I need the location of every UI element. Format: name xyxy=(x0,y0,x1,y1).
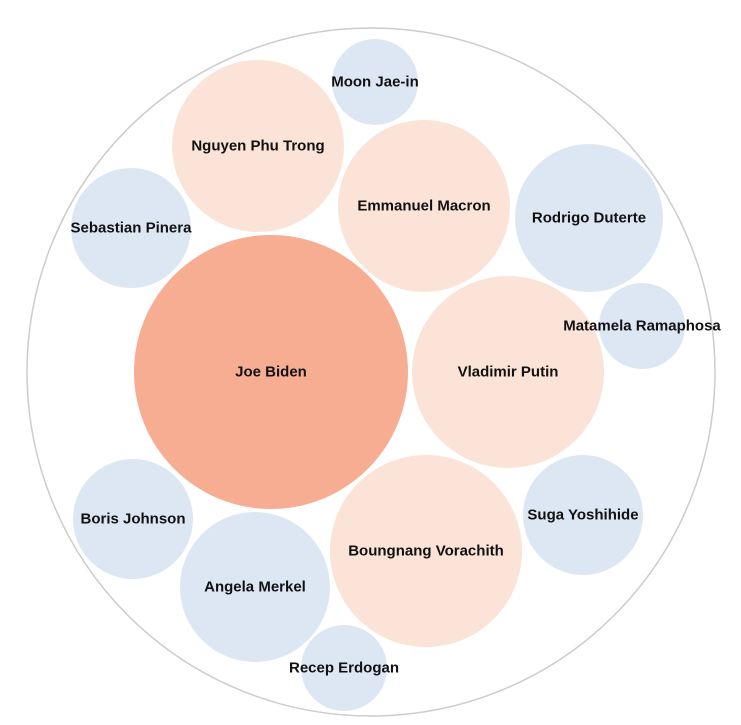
bubble-matamela-ramaphosa xyxy=(599,283,685,369)
bubble-label-moon-jae-in: Moon Jae-in xyxy=(331,74,419,91)
bubble-label-sebastian-pinera: Sebastian Pinera xyxy=(71,220,193,237)
bubble-suga-yoshihide xyxy=(523,455,643,575)
bubble-rodrigo-duterte xyxy=(515,144,663,292)
bubble-moon-jae-in xyxy=(332,39,418,125)
bubble-label-nguyen-phu-trong: Nguyen Phu Trong xyxy=(191,138,324,155)
bubble-label-emmanuel-macron: Emmanuel Macron xyxy=(357,198,490,215)
bubble-label-boris-johnson: Boris Johnson xyxy=(80,511,185,528)
bubble-nguyen-phu-trong xyxy=(172,60,344,232)
bubble-label-angela-merkel: Angela Merkel xyxy=(204,579,306,596)
bubble-angela-merkel xyxy=(180,512,330,662)
bubble-label-rodrigo-duterte: Rodrigo Duterte xyxy=(532,210,646,227)
bubble-label-matamela-ramaphosa: Matamela Ramaphosa xyxy=(563,318,721,335)
bubble-vladimir-putin xyxy=(412,276,604,468)
bubble-label-suga-yoshihide: Suga Yoshihide xyxy=(527,507,638,524)
bubble-label-joe-biden: Joe Biden xyxy=(235,364,307,381)
bubble-emmanuel-macron xyxy=(338,120,510,292)
bubble-joe-biden xyxy=(134,235,408,509)
bubble-boungnang-vorachith xyxy=(330,455,522,647)
bubble-boris-johnson xyxy=(73,459,193,579)
bubble-sebastian-pinera xyxy=(71,168,191,288)
bubble-label-recep-erdogan: Recep Erdogan xyxy=(289,660,399,677)
bubble-recep-erdogan xyxy=(301,625,387,711)
bubble-label-vladimir-putin: Vladimir Putin xyxy=(458,364,559,381)
bubble-label-boungnang-vorachith: Boungnang Vorachith xyxy=(348,543,504,560)
